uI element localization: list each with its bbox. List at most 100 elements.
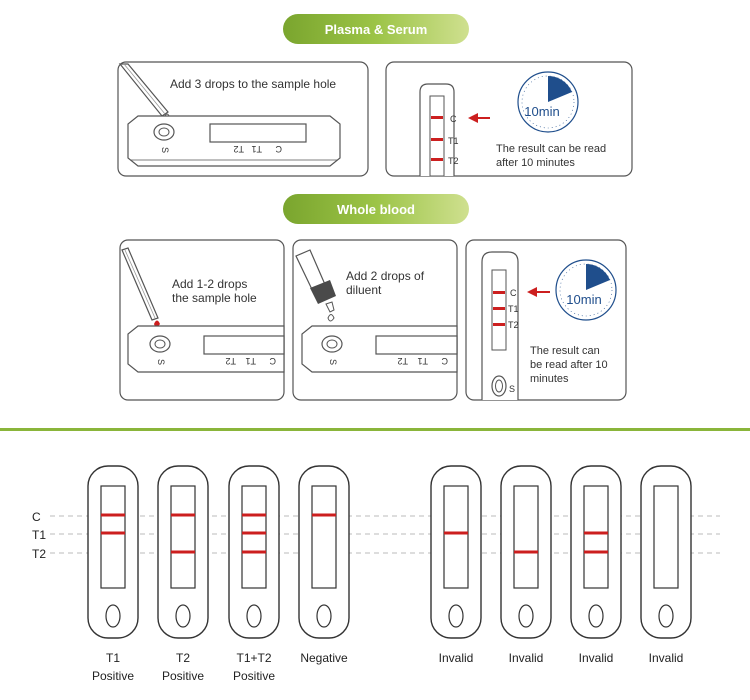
band-c — [312, 513, 336, 517]
sample-well — [518, 604, 534, 628]
t1-mark-label: T1 — [417, 356, 428, 366]
pipette-icon — [121, 247, 160, 327]
result-window — [100, 485, 126, 589]
result-cassette: Negative — [298, 465, 350, 665]
result-window — [311, 485, 337, 589]
band-t1 — [584, 531, 608, 535]
test-cassette-horizontal: S T2 T1 C — [127, 115, 341, 167]
test-cassette-vertical: C T1 T2 S — [481, 251, 519, 400]
sample-well-label: S — [509, 384, 515, 394]
c-label: C — [450, 114, 457, 124]
whole-blood-title: Whole blood — [337, 202, 415, 217]
result-label: T1 — [106, 651, 120, 665]
result-cassette: Invalid — [430, 465, 482, 665]
result-cassette: Invalid — [570, 465, 622, 665]
result-label: T1+T2 — [236, 651, 271, 665]
sample-well — [175, 604, 191, 628]
t2-mark-label: T2 — [233, 144, 244, 154]
t1-label: T1 — [448, 136, 459, 146]
sample-well — [448, 604, 464, 628]
t2-mark-label: T2 — [397, 356, 408, 366]
band-t1 — [242, 531, 266, 535]
sample-well-label: S — [160, 147, 170, 153]
result-cassette: Invalid — [500, 465, 552, 665]
plasma-step2-text-line1: The result can be read — [496, 143, 606, 155]
section-divider — [0, 428, 750, 431]
results-interpretation: C T1 T2 T1PositiveT2PositiveT1+T2Positiv… — [32, 465, 720, 683]
whole-blood-section: Whole blood Add 1-2 drops the sample hol… — [119, 194, 627, 401]
test-cassette-horizontal: S T2 T1 C — [127, 325, 285, 373]
sample-well-label: S — [328, 359, 338, 365]
band-c — [242, 513, 266, 517]
plasma-step2-text-line2: after 10 minutes — [496, 157, 575, 169]
result-label: Invalid — [649, 651, 684, 665]
result-sublabel: Positive — [92, 669, 134, 683]
sample-well — [246, 604, 262, 628]
t1-band — [431, 138, 443, 141]
t1-band — [493, 307, 505, 310]
timer-label: 10min — [566, 292, 601, 307]
result-label: Negative — [300, 651, 348, 665]
result-label: Invalid — [579, 651, 614, 665]
plasma-step1-panel: Add 3 drops to the sample hole S T2 T1 C — [117, 61, 369, 177]
blood-step3-text-line2: be read after 10 — [530, 359, 608, 371]
result-window — [583, 485, 609, 589]
result-label: T2 — [176, 651, 190, 665]
result-label: Invalid — [439, 651, 474, 665]
arrow-icon — [468, 113, 490, 123]
timer-icon: 10min — [517, 71, 579, 133]
c-label: C — [510, 288, 517, 298]
diluent-bottle-icon — [295, 249, 336, 322]
result-sublabel: Positive — [233, 669, 275, 683]
plasma-step1-text: Add 3 drops to the sample hole — [170, 77, 336, 91]
sample-well-label: S — [156, 359, 166, 365]
result-cassette: Invalid — [640, 465, 692, 665]
t2-band — [493, 323, 505, 326]
plasma-step2-panel: C T1 T2 10min The result can be read aft… — [385, 61, 633, 177]
band-c — [101, 513, 125, 517]
t2-label: T2 — [508, 320, 519, 330]
t1-label: T1 — [508, 304, 519, 314]
t1-mark-label: T1 — [251, 144, 262, 154]
blood-step3-text-line1: The result can — [530, 345, 600, 357]
sample-well — [105, 604, 121, 628]
t2-mark-label: T2 — [225, 356, 236, 366]
result-window — [443, 485, 469, 589]
band-t2 — [242, 550, 266, 554]
band-t2 — [171, 550, 195, 554]
result-window — [653, 485, 679, 589]
t1-mark-label: T1 — [245, 356, 256, 366]
band-t1 — [444, 531, 468, 535]
sample-well — [316, 604, 332, 628]
sample-well — [658, 604, 674, 628]
blood-step2-text-line2: diluent — [346, 283, 382, 297]
c-mark-label: C — [275, 144, 282, 154]
t2-band — [431, 158, 443, 161]
plasma-serum-title: Plasma & Serum — [325, 22, 428, 37]
band-t2 — [514, 550, 538, 554]
whole-blood-header-pill: Whole blood — [283, 194, 469, 224]
plasma-serum-section: Plasma & Serum Add 3 drops to the sample… — [117, 14, 633, 177]
result-label: Invalid — [509, 651, 544, 665]
row-label-t1: T1 — [32, 528, 46, 542]
test-cassette-horizontal: S T2 T1 C — [301, 325, 458, 373]
blood-step1-panel: Add 1-2 drops the sample hole S T2 T1 C — [119, 239, 285, 401]
c-band — [493, 291, 505, 294]
c-band — [431, 116, 443, 119]
plasma-serum-header-pill: Plasma & Serum — [283, 14, 469, 44]
band-c — [171, 513, 195, 517]
result-window — [513, 485, 539, 589]
band-t1 — [101, 531, 125, 535]
row-label-t2: T2 — [32, 547, 46, 561]
timer-label: 10min — [524, 104, 559, 119]
row-label-c: C — [32, 510, 41, 524]
test-strip-vertical: C T1 T2 — [419, 83, 459, 177]
arrow-icon — [527, 287, 550, 297]
t2-label: T2 — [448, 156, 459, 166]
timer-icon: 10min — [555, 259, 617, 321]
c-mark-label: C — [269, 356, 276, 366]
result-sublabel: Positive — [162, 669, 204, 683]
